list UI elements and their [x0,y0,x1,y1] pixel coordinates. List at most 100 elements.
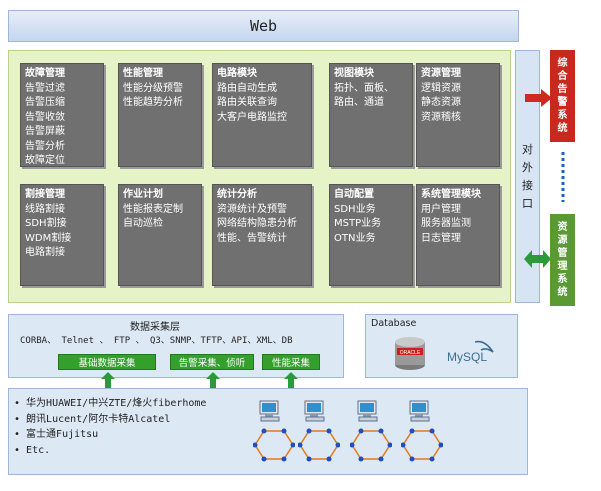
dotted-connector-icon [561,152,565,202]
module-item: OTN业务 [334,232,376,244]
computer-icon [357,400,378,422]
ring-network-icon [401,428,443,462]
mysql-logo-icon: MySQL [447,340,494,364]
module-item: SDH割接 [25,218,67,229]
vendor-item: • Etc. [14,444,51,456]
resource-management-system: 资 源 管 理 系 统 [550,214,575,306]
system-char: 合 [557,71,568,82]
mysql-logo-text: MySQL [447,350,487,364]
computer-icon [409,400,430,422]
system-char: 系 [557,274,568,285]
module-item: 逻辑资源 [421,82,461,94]
module-item: 告警分析 [25,140,65,152]
module-item: 资源统计及预警 [217,203,287,215]
module-fault-management: 故障管理 告警过滤 告警压缩 告警收敛 告警屏蔽 告警分析 故障定位 [20,63,104,167]
module-item: 告警过滤 [25,82,65,94]
module-item: 路由自动生成 [217,82,277,94]
system-char: 资 [557,222,568,233]
web-label: Web [249,17,278,35]
module-item: 路由关联查询 [217,97,277,108]
system-char: 理 [557,261,568,272]
module-resource-management: 资源管理 逻辑资源 静态资源 资源稽核 [416,63,500,167]
module-item: 静态资源 [421,97,461,108]
computer-icon [304,400,325,422]
module-item: 用户管理 [421,203,461,215]
module-item: 告警压缩 [25,97,65,108]
module-item: SDH业务 [334,203,376,215]
module-statistics: 统计分析 资源统计及预警 网络结构隐患分析 性能、告警统计 [212,184,312,286]
module-item: 性能分级预警 [123,82,183,94]
up-arrow-icon [206,372,220,388]
basic-data-collection-block: 基础数据采集 [58,354,156,370]
module-item: 告警屏蔽 [25,126,65,137]
vendor-list: • 华为HUAWEI/中兴ZTE/烽火fiberhome • 朗讯Lucent/… [14,396,206,458]
system-char: 管 [557,248,568,259]
system-char: 源 [557,235,568,246]
module-item: 拓扑、面板、 [334,82,394,94]
ring-network-icon [350,428,392,462]
collection-title: 数据采集层 [130,322,180,333]
module-title: 性能管理 [123,68,163,79]
system-char: 告 [557,84,568,95]
resource-bidirectional-arrow-icon [524,250,551,268]
module-cutover-management: 割接管理 线路割接 SDH割接 WDM割接 电路割接 [20,184,104,286]
database-title: Database [371,318,417,329]
integrated-alarm-system: 综 合 告 警 系 统 [550,50,575,142]
module-item: WDM割接 [25,232,72,244]
ring-network-icon [298,428,340,462]
database-box [365,314,518,378]
module-title: 自动配置 [334,189,374,200]
interface-char: 对 [522,142,533,156]
module-item: 日志管理 [421,232,461,244]
module-item: 网络结构隐患分析 [217,218,297,229]
system-char: 统 [557,287,568,298]
system-char: 综 [557,58,568,69]
module-system-management: 系统管理模块 用户管理 服务器监测 日志管理 [416,184,500,286]
module-item: 电路割接 [25,247,65,258]
module-title: 电路模块 [217,68,257,79]
ring-network-icon [253,428,295,462]
module-item: 故障定位 [25,155,65,166]
module-item: 自动巡检 [123,218,163,229]
module-title: 系统管理模块 [421,189,481,200]
interface-char: 口 [522,196,533,210]
oracle-logo-text: ORACLE [400,350,421,356]
module-view: 视图模块 拓扑、面板、 路由、通道 [329,63,413,167]
module-item: 性能、告警统计 [217,232,287,244]
module-item: 资源稽核 [421,111,461,123]
up-arrow-icon [284,372,298,388]
module-item: MSTP业务 [334,218,382,229]
module-title: 视图模块 [334,68,374,79]
web-layer-bar: Web [8,10,519,42]
system-char: 统 [557,123,568,134]
performance-collection-block: 性能采集 [262,354,320,370]
module-performance-management: 性能管理 性能分级预警 性能趋势分析 [118,63,202,167]
vendor-item: • 富士通Fujitsu [14,429,99,440]
module-title: 统计分析 [217,189,257,200]
oracle-database-icon: ORACLE [395,337,425,370]
module-circuit: 电路模块 路由自动生成 路由关联查询 大客户电路监控 [212,63,312,167]
interface-char: 外 [522,160,533,174]
module-item: 路由、通道 [334,97,384,108]
computer-icon [259,400,280,422]
system-char: 警 [557,97,568,108]
module-title: 割接管理 [25,189,65,200]
collection-protocols: CORBA、 Telnet 、 FTP 、 Q3、SNMP、TFTP、API、X… [20,336,293,346]
system-char: 系 [557,110,568,121]
module-title: 故障管理 [25,68,65,79]
module-item: 大客户电路监控 [217,111,287,123]
module-item: 性能报表定制 [123,203,183,215]
vendor-item: • 华为HUAWEI/中兴ZTE/烽火fiberhome [14,398,207,409]
up-arrow-icon [101,372,115,388]
vendor-item: • 朗讯Lucent/阿尔卡特Alcatel [14,413,171,425]
interface-char: 接 [522,178,533,192]
module-title: 作业计划 [123,189,163,200]
module-work-plan: 作业计划 性能报表定制 自动巡检 [118,184,202,286]
module-item: 性能趋势分析 [123,97,183,108]
module-item: 告警收敛 [25,111,65,123]
alarm-collection-block: 告警采集、侦听 [170,354,254,370]
module-item: 服务器监测 [421,218,471,229]
alarm-arrow-icon [525,89,552,107]
module-item: 线路割接 [25,203,65,215]
module-auto-config: 自动配置 SDH业务 MSTP业务 OTN业务 [329,184,413,286]
